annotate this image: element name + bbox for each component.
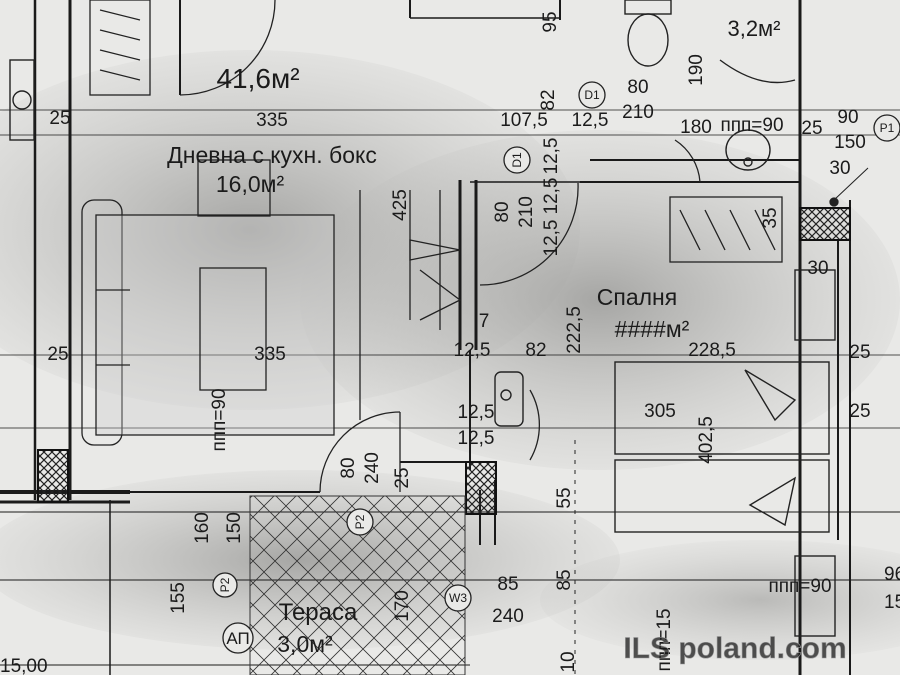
dim-335-top: 335 xyxy=(256,110,288,131)
dim-25-left-mid: 25 xyxy=(47,344,68,365)
dim-25-left-top: 25 xyxy=(49,108,70,129)
dim-10: 10 xyxy=(558,651,579,672)
dim-80-d1: 80 xyxy=(627,77,648,98)
dim-190: 190 xyxy=(686,54,707,86)
dim-15-00: 15,00 xyxy=(0,656,48,675)
terrace-area: 3,0м² xyxy=(277,631,333,657)
watermark: ILS poland.com xyxy=(623,632,846,665)
living-furniture xyxy=(81,159,462,446)
room-labels: 41,6м² Дневна с кухн. бокс 16,0м² Спалня… xyxy=(167,16,780,657)
total-area-label: 41,6м² xyxy=(216,63,299,94)
bedroom-name: Спалня xyxy=(597,284,677,310)
dim-25-terrace: 25 xyxy=(392,467,413,488)
bedroom-furniture xyxy=(494,269,836,637)
dim-15: 15 xyxy=(884,592,900,613)
dim-95: 95 xyxy=(540,11,561,32)
dim-25-right-low: 25 xyxy=(849,401,870,422)
dim-12-5-mid: 12,5 xyxy=(454,340,491,361)
door-window-tags xyxy=(212,81,900,654)
tag-d1-mid: D1 xyxy=(510,152,524,168)
dim-30-top: 30 xyxy=(829,158,850,179)
dim-80-p2: 80 xyxy=(338,457,359,478)
dim-12-5-top: 12,5 xyxy=(572,110,609,131)
vertical-dimension-labels: 82 190 95 12,5 12,5 12,5 80 210 425 35 2… xyxy=(168,11,781,672)
dim-155: 155 xyxy=(168,582,189,614)
tag-d1-top: D1 xyxy=(584,88,600,102)
dim-12-5-v2: 12,5 xyxy=(541,178,562,215)
dim-240-p2: 240 xyxy=(362,452,383,484)
dim-150-p1: 150 xyxy=(834,132,866,153)
dim-80-d1-v: 80 xyxy=(492,201,513,222)
dimension-labels: 335 25 107,5 12,5 80 210 180 ппп=90 25 9… xyxy=(0,77,900,675)
tag-p2-terrace: P2 xyxy=(353,514,367,529)
dim-210-d1: 210 xyxy=(622,102,654,123)
dim-170: 170 xyxy=(392,590,413,622)
dim-210-d1-v: 210 xyxy=(516,196,537,228)
dim-ppp-90-right: ппп=90 xyxy=(768,576,831,597)
dim-55: 55 xyxy=(554,487,575,508)
dim-85-window: 85 xyxy=(497,574,518,595)
dim-240-window: 240 xyxy=(492,606,524,627)
dim-12-5-low-b: 12,5 xyxy=(458,428,495,449)
tag-ap: АП xyxy=(226,629,249,648)
wardrobe-hangers xyxy=(89,0,783,263)
dim-90: 90 xyxy=(837,107,858,128)
dim-25-bath: 25 xyxy=(801,118,822,139)
dim-12-5-low-a: 12,5 xyxy=(458,402,495,423)
dim-402-5: 402,5 xyxy=(696,416,717,464)
bathroom-area: 3,2м² xyxy=(727,16,780,41)
living-room-name: Дневна с кухн. бокс xyxy=(167,142,377,168)
dim-7: 7 xyxy=(479,311,490,332)
dim-ppp-90-bath: ппп=90 xyxy=(720,115,783,136)
bedroom-area: ####м² xyxy=(615,316,690,342)
dim-82-mid: 82 xyxy=(525,340,546,361)
tag-p1: P1 xyxy=(880,121,895,135)
dim-82-top: 82 xyxy=(538,89,559,110)
dim-228-5: 228,5 xyxy=(688,340,736,361)
dim-ppp-90-left: ппп=90 xyxy=(209,388,230,451)
dim-180: 180 xyxy=(680,117,712,138)
bath-fixtures xyxy=(9,0,796,171)
terrace-name: Тераса xyxy=(279,599,358,626)
dim-222-5: 222,5 xyxy=(564,306,585,354)
dim-85-right: 85 xyxy=(554,569,575,590)
tag-labels: D1 D1 P1 P2 P2 W3 АП xyxy=(218,88,895,648)
dim-150-p2: 150 xyxy=(224,512,245,544)
dim-30-side: 30 xyxy=(807,258,828,279)
columns xyxy=(37,207,851,515)
dim-25-right-mid: 25 xyxy=(849,342,870,363)
dim-96: 96 xyxy=(884,564,900,585)
dim-12-5-v3: 12,5 xyxy=(541,220,562,257)
dim-335-mid: 335 xyxy=(254,344,286,365)
living-room-area: 16,0м² xyxy=(216,171,285,197)
tag-p2-left: P2 xyxy=(218,577,232,592)
dim-ppp-15: ппп=15 xyxy=(654,608,675,671)
tag-w3: W3 xyxy=(449,591,467,605)
dim-35: 35 xyxy=(760,207,781,228)
dim-12-5-v1: 12,5 xyxy=(541,138,562,175)
dim-425: 425 xyxy=(390,189,411,221)
door-swings xyxy=(179,0,869,675)
dim-107-5: 107,5 xyxy=(500,110,548,131)
dim-160: 160 xyxy=(192,512,213,544)
dim-305: 305 xyxy=(644,401,676,422)
